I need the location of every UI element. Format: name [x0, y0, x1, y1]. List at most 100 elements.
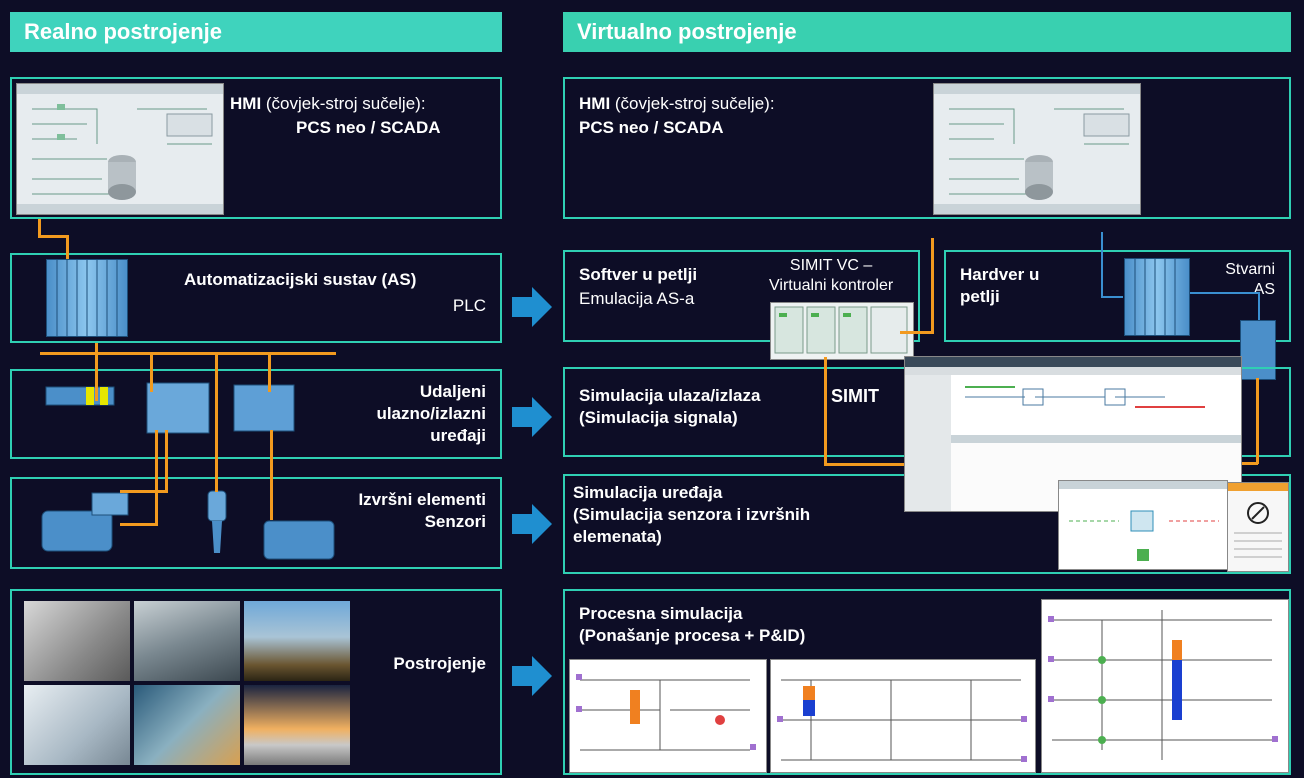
plc-rack	[46, 259, 128, 337]
plc-modules	[1134, 259, 1176, 335]
real-io-box: Udaljeni ulazno/izlazni uređaji	[10, 369, 502, 459]
simit-vc-screenshot	[770, 302, 914, 360]
pid-graphic	[576, 674, 756, 751]
real-io-line-3: uređaji	[430, 426, 486, 445]
cable	[95, 343, 98, 401]
gauge-icon	[1228, 483, 1288, 558]
virtual-hmi-sub: PCS neo / SCADA	[579, 118, 724, 137]
virtual-hmi-title: HMI (čovjek-stroj sučelje):	[579, 93, 775, 115]
cable	[40, 352, 336, 355]
pid-diagram-1	[569, 659, 767, 773]
remote-io-devices	[45, 382, 295, 434]
real-as-line-1: Stvarni	[1225, 261, 1275, 278]
real-as-sub: PLC	[452, 296, 486, 315]
real-as-line-2: AS	[1253, 281, 1275, 298]
real-hmi-title: HMI (čovjek-stroj sučelje):	[230, 93, 426, 115]
real-plant-label: Postrojenje	[393, 654, 486, 673]
simit-vc-line-2: Virtualni kontroler	[769, 277, 894, 294]
sil-title: Softver u petlji	[579, 265, 698, 284]
actuators-graphic	[41, 490, 335, 560]
real-hmi-rest: (čovjek-stroj sučelje):	[261, 94, 426, 113]
hil-cable	[1101, 232, 1103, 298]
pid-graphic	[1048, 610, 1278, 760]
cable	[1232, 462, 1258, 465]
cable	[931, 238, 934, 333]
cable	[66, 235, 69, 259]
plant-photo-tanks	[244, 685, 350, 765]
device-sim-label: Simulacija uređaja (Simulacija senzora i…	[573, 482, 810, 548]
cable	[38, 235, 68, 238]
real-actuators-line-1: Izvršni elementi	[358, 490, 486, 509]
hmi-screen-graphic	[17, 84, 223, 214]
simit-vc-line-1: SIMIT VC –	[789, 257, 873, 274]
arrow-right-icon	[512, 287, 552, 327]
simit-window	[905, 357, 1241, 511]
pid-diagram-3	[1041, 599, 1289, 773]
hil-line-1: Hardver u	[960, 265, 1040, 284]
device-sim-line-1: Simulacija uređaja	[573, 483, 723, 502]
hil-label: Hardver u petlji	[960, 264, 1039, 308]
plant-photo-pipes	[24, 685, 130, 765]
virtual-hmi-box: HMI (čovjek-stroj sučelje): PCS neo / SC…	[563, 77, 1291, 219]
process-sim-label: Procesna simulacija (Ponašanje procesa +…	[579, 603, 805, 647]
arrow-right-icon	[512, 397, 552, 437]
simit-label: SIMIT	[831, 386, 879, 406]
cable	[165, 430, 168, 492]
cable	[1256, 378, 1259, 464]
hil-cable	[1101, 296, 1123, 298]
plant-photo-aerial	[134, 685, 240, 765]
device-faceplate-screenshot	[1058, 480, 1228, 570]
valve-faceplate	[1227, 482, 1289, 572]
real-actuators-label: Izvršni elementi Senzori	[358, 489, 486, 533]
plc-modules	[56, 260, 118, 336]
cable	[120, 523, 158, 526]
io-sim-line-1: Simulacija ulaza/izlaza	[579, 386, 761, 405]
real-io-label: Udaljeni ulazno/izlazni uređaji	[376, 381, 486, 447]
cable	[120, 490, 168, 493]
plant-photo-refinery	[244, 601, 350, 681]
process-sim-line-1: Procesna simulacija	[579, 604, 743, 623]
cable	[900, 331, 934, 334]
arrow-right-icon	[512, 656, 552, 696]
virtual-hmi-screenshot	[933, 83, 1141, 215]
real-hmi-bold: HMI	[230, 94, 262, 113]
cable	[268, 352, 271, 392]
vc-faceplates	[774, 306, 908, 354]
real-as-title: Automatizacijski sustav (AS)	[184, 270, 417, 289]
real-actuators-line-2: Senzori	[424, 512, 486, 531]
cable	[38, 219, 41, 237]
cable	[824, 463, 906, 466]
hil-io-module	[1240, 320, 1276, 380]
real-io-line-2: ulazno/izlazni	[376, 404, 486, 423]
real-actuators-box: Izvršni elementi Senzori	[10, 477, 502, 569]
pid-diagram-2	[770, 659, 1036, 773]
virtual-hmi-rest: (čovjek-stroj sučelje):	[610, 94, 775, 113]
sil-box: Softver u petlji Emulacija AS-a SIMIT VC…	[563, 250, 920, 342]
simit-vc-label: SIMIT VC – Virtualni kontroler	[769, 256, 893, 296]
header-virtual: Virtualno postrojenje	[563, 12, 1291, 52]
real-plant-box: Postrojenje	[10, 589, 502, 775]
cable	[215, 352, 218, 492]
hil-box: Hardver u petlji Stvarni AS	[944, 250, 1291, 342]
plant-photo-conveyor	[134, 601, 240, 681]
hil-line-2: petlji	[960, 287, 1000, 306]
hil-cable	[1258, 292, 1260, 320]
cable	[824, 357, 827, 465]
device-sim-line-3: elemenata)	[573, 527, 662, 546]
real-io-line-1: Udaljeni	[419, 382, 486, 401]
real-as-label: Stvarni AS	[1225, 260, 1275, 300]
device-trend	[1059, 481, 1227, 561]
real-hmi-sub: PCS neo / SCADA	[296, 118, 441, 137]
hmi-screen-graphic	[934, 84, 1140, 214]
header-virtual-label: Virtualno postrojenje	[577, 19, 797, 44]
plant-photo-machine	[24, 601, 130, 681]
real-as-box: Automatizacijski sustav (AS) PLC	[10, 253, 502, 343]
arrow-right-icon	[512, 504, 552, 544]
io-sim-label: Simulacija ulaza/izlaza (Simulacija sign…	[579, 385, 760, 429]
header-real: Realno postrojenje	[10, 12, 502, 52]
hil-cable	[1190, 292, 1260, 294]
io-sim-line-2: (Simulacija signala)	[579, 408, 738, 427]
real-hmi-screenshot	[16, 83, 224, 215]
virtual-hmi-bold: HMI	[579, 94, 611, 113]
device-sim-line-2: (Simulacija senzora i izvršnih	[573, 505, 811, 524]
